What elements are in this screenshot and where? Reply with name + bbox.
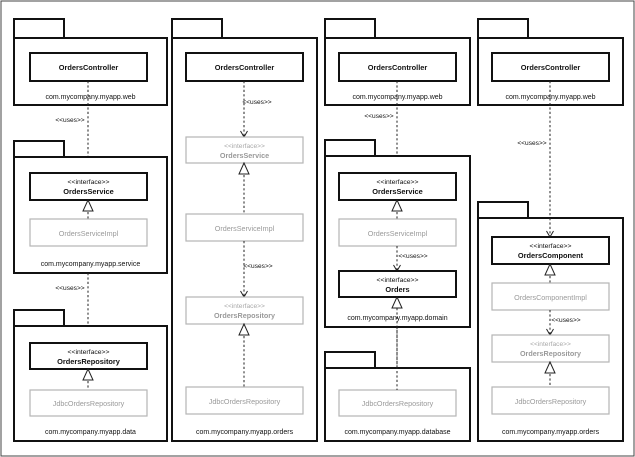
realization-triangle-icon <box>391 198 403 212</box>
realization-triangle-icon <box>544 262 556 276</box>
class-name: OrdersRepository <box>520 349 581 358</box>
column-1: com.mycompany.myapp.web OrdersController… <box>13 18 168 442</box>
class-name: OrdersComponentImpl <box>514 293 587 302</box>
uses-label: <<uses>> <box>55 285 84 292</box>
uses-label: <<uses>> <box>551 317 580 324</box>
uses-label: <<uses>> <box>517 140 546 147</box>
realization-triangle-icon <box>82 198 94 212</box>
class-name: OrdersServiceImpl <box>215 224 275 233</box>
class-jdbc-orders-repository[interactable]: JdbcOrdersRepository <box>29 389 148 417</box>
column-4: com.mycompany.myapp.web OrdersController… <box>477 18 624 442</box>
class-name: OrdersService <box>63 187 114 196</box>
class-orders-controller[interactable]: OrdersController <box>185 52 304 82</box>
class-name: JdbcOrdersRepository <box>53 399 125 408</box>
stereotype-label: <<interface>> <box>68 349 110 356</box>
class-jdbc-orders-repository[interactable]: JdbcOrdersRepository <box>491 386 610 415</box>
class-name: JdbcOrdersRepository <box>362 399 434 408</box>
stereotype-label: <<interface>> <box>224 303 265 310</box>
stereotype-label: <<interface>> <box>224 143 265 150</box>
realization-triangle-icon <box>238 161 250 175</box>
class-name: JdbcOrdersRepository <box>515 397 587 406</box>
class-name: OrdersRepository <box>57 357 121 366</box>
interface-orders-repository[interactable]: <<interface>> OrdersRepository <box>185 296 304 325</box>
class-name: Orders <box>385 285 409 294</box>
interface-orders-service[interactable]: <<interface>> OrdersService <box>29 172 148 201</box>
class-name: OrdersController <box>215 63 275 72</box>
class-name: OrdersComponent <box>518 251 584 260</box>
column-2: com.mycompany.myapp.orders OrdersControl… <box>171 18 318 442</box>
class-jdbc-orders-repository[interactable]: JdbcOrdersRepository <box>338 389 457 417</box>
stereotype-label: <<interface>> <box>377 277 419 284</box>
stereotype-label: <<interface>> <box>530 341 571 348</box>
class-name: OrdersService <box>220 151 269 160</box>
stereotype-label: <<interface>> <box>68 179 110 186</box>
class-name: OrdersController <box>59 63 119 72</box>
realization-triangle-icon <box>238 322 250 336</box>
interface-orders-service[interactable]: <<interface>> OrdersService <box>185 136 304 164</box>
class-name: JdbcOrdersRepository <box>209 397 281 406</box>
realization-triangle-icon <box>544 360 556 374</box>
package-label: com.mycompany.myapp.domain <box>347 315 447 322</box>
class-name: OrdersService <box>372 187 423 196</box>
uses-label: <<uses>> <box>242 99 271 106</box>
package-label: com.mycompany.myapp.web <box>352 94 442 101</box>
realization-triangle-icon <box>82 367 94 381</box>
uses-label: <<uses>> <box>243 263 272 270</box>
class-orders-controller[interactable]: OrdersController <box>29 52 148 82</box>
stereotype-label: <<interface>> <box>530 243 572 250</box>
uses-label: <<uses>> <box>398 253 427 260</box>
class-name: OrdersController <box>368 63 428 72</box>
class-name: OrdersRepository <box>214 311 275 320</box>
class-name: OrdersServiceImpl <box>59 229 119 238</box>
class-jdbc-orders-repository[interactable]: JdbcOrdersRepository <box>185 386 304 415</box>
class-orders-service-impl[interactable]: OrdersServiceImpl <box>338 218 457 247</box>
class-name: OrdersController <box>521 63 581 72</box>
class-orders-component-impl[interactable]: OrdersComponentImpl <box>491 282 610 311</box>
package-label: com.mycompany.myapp.web <box>505 94 595 101</box>
package-label: com.mycompany.myapp.database <box>344 429 450 436</box>
class-orders-service-impl[interactable]: OrdersServiceImpl <box>185 213 304 242</box>
interface-orders-service[interactable]: <<interface>> OrdersService <box>338 172 457 201</box>
uses-label: <<uses>> <box>55 117 84 124</box>
package-label: com.mycompany.myapp.orders <box>502 429 600 436</box>
interface-orders-component[interactable]: <<interface>> OrdersComponent <box>491 236 610 265</box>
class-orders-controller[interactable]: OrdersController <box>338 52 457 82</box>
package-label: com.mycompany.myapp.web <box>45 94 135 101</box>
column-3: com.mycompany.myapp.web OrdersController… <box>324 18 471 442</box>
package-label: com.mycompany.myapp.data <box>45 429 136 436</box>
uses-label: <<uses>> <box>364 113 393 120</box>
interface-orders-repository[interactable]: <<interface>> OrdersRepository <box>29 342 148 370</box>
stereotype-label: <<interface>> <box>377 179 419 186</box>
package-label: com.mycompany.myapp.service <box>41 261 141 268</box>
package-label: com.mycompany.myapp.orders <box>196 429 294 436</box>
interface-orders-repository[interactable]: <<interface>> OrdersRepository <box>491 334 610 363</box>
class-orders-service-impl[interactable]: OrdersServiceImpl <box>29 218 148 247</box>
interface-orders[interactable]: <<interface>> Orders <box>338 270 457 298</box>
class-name: OrdersServiceImpl <box>368 229 428 238</box>
class-orders-controller[interactable]: OrdersController <box>491 52 610 82</box>
